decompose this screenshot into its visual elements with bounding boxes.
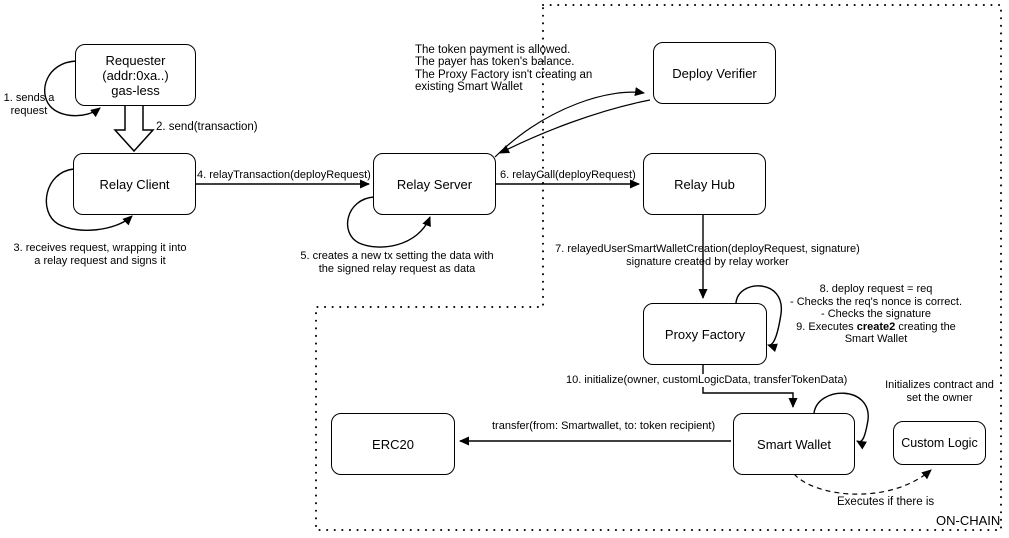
edge-smart-wallet-to-custom-logic	[793, 469, 932, 495]
node-relay-client: Relay Client	[73, 153, 196, 215]
create2-bold: create2	[856, 320, 896, 333]
node-relay-server: Relay Server	[373, 153, 496, 215]
node-custom-logic: Custom Logic	[893, 421, 986, 465]
label-step5: 5. creates a new tx setting the data wit…	[300, 250, 494, 275]
label-step2: 2. send(transaction)	[156, 121, 258, 133]
label-executes-if-there-is: Executes if there is	[837, 496, 935, 508]
edge-requester-to-relay-client-block-arrow	[113, 104, 155, 153]
node-custom-logic-label: Custom Logic	[901, 435, 978, 450]
label-onchain-region: ON-CHAIN	[936, 513, 1001, 528]
node-smart-wallet: Smart Wallet	[733, 413, 855, 475]
node-deploy-verifier: Deploy Verifier	[653, 42, 776, 104]
node-smart-wallet-label: Smart Wallet	[757, 436, 831, 452]
node-proxy-factory-label: Proxy Factory	[664, 326, 746, 342]
node-erc20-label: ERC20	[372, 436, 414, 452]
node-relay-server-label: Relay Server	[396, 176, 473, 192]
edge-relay-client-self-loop	[45, 168, 133, 231]
label-step3: 3. receives request, wrapping it into a …	[13, 242, 187, 267]
label-initializes-contract: Initializes contract and set the owner	[885, 379, 994, 404]
edge-proxy-factory-self-loop	[735, 285, 782, 353]
label-step10: 10. initialize(owner, customLogicData, t…	[564, 374, 850, 387]
node-proxy-factory: Proxy Factory	[643, 303, 767, 365]
label-step8-9: 8. deploy request = req - Checks the req…	[789, 283, 963, 345]
label-verifier-checks: The token payment is allowed. The payer …	[415, 44, 593, 93]
node-requester-label-line3: gas-less	[111, 82, 160, 98]
node-relay-hub: Relay Hub	[643, 153, 766, 215]
label-step6: 6. relayCall(deployRequest)	[500, 169, 636, 181]
node-erc20: ERC20	[331, 413, 455, 475]
node-requester-label-line1: Requester	[105, 52, 166, 68]
label-step7: 7. relayedUserSmartWalletCreation(deploy…	[555, 243, 860, 268]
edge-deploy-verifier-to-relay-server	[499, 99, 651, 154]
node-requester: Requester (addr:0xa..) gas-less	[75, 44, 196, 106]
label-step1: 1. sends a request	[3, 92, 55, 117]
node-requester-label-line2: (addr:0xa..)	[102, 67, 169, 83]
node-relay-client-label: Relay Client	[99, 176, 170, 192]
edge-requester-self-loop	[44, 60, 101, 118]
node-deploy-verifier-label: Deploy Verifier	[672, 65, 757, 81]
edge-relay-server-to-deploy-verifier	[494, 87, 645, 158]
edge-smart-wallet-self-loop	[813, 392, 869, 450]
edge-relay-server-self-loop	[346, 196, 431, 248]
label-transfer: transfer(from: Smartwallet, to: token re…	[492, 420, 716, 432]
node-relay-hub-label: Relay Hub	[674, 176, 735, 192]
label-step4: 4. relayTransaction(deployRequest)	[197, 169, 371, 181]
